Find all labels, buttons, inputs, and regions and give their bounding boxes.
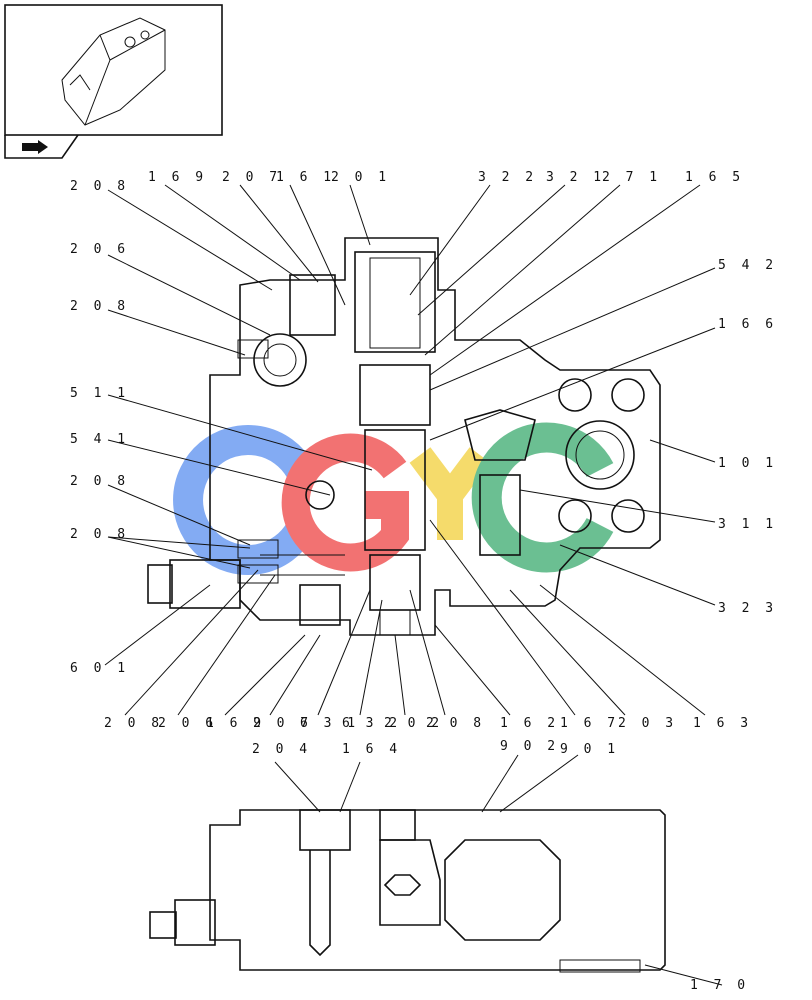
thumbnail-valve-icon bbox=[61, 17, 166, 126]
label-632: 6 3 2 bbox=[342, 716, 401, 731]
label-208: 2 0 8 bbox=[104, 716, 163, 731]
watermark-logo bbox=[173, 422, 614, 575]
label-203: 2 0 3 bbox=[618, 716, 677, 731]
label-161: 1 6 1 bbox=[276, 170, 335, 185]
label-169: 1 6 9 bbox=[148, 170, 207, 185]
callout-labels: 2 0 8 1 6 9 2 0 7 1 6 1 2 0 1 3 2 2 3 2 … bbox=[70, 170, 777, 993]
label-208: 2 0 8 bbox=[70, 527, 129, 542]
label-208: 2 0 8 bbox=[70, 299, 129, 314]
label-323: 3 2 3 bbox=[718, 601, 777, 616]
label-169: 1 6 9 bbox=[206, 716, 265, 731]
label-101: 1 0 1 bbox=[718, 456, 777, 471]
label-170: 1 7 0 bbox=[690, 978, 749, 993]
valve-side-view bbox=[149, 809, 666, 973]
label-207: 2 0 7 bbox=[222, 170, 281, 185]
label-542: 5 4 2 bbox=[718, 258, 777, 273]
label-631: 6 3 1 bbox=[300, 716, 359, 731]
label-206: 2 0 6 bbox=[158, 716, 217, 731]
label-311: 3 1 1 bbox=[718, 517, 777, 532]
label-163: 1 6 3 bbox=[693, 716, 752, 731]
label-206: 2 0 6 bbox=[70, 242, 129, 257]
label-207: 2 0 7 bbox=[253, 716, 312, 731]
label-208: 2 0 8 bbox=[426, 716, 485, 731]
label-201: 2 0 1 bbox=[331, 170, 390, 185]
label-541: 5 4 1 bbox=[70, 432, 129, 447]
label-208: 2 0 8 bbox=[70, 474, 129, 489]
label-164: 1 6 4 bbox=[342, 742, 401, 757]
label-202: 2 0 2 bbox=[384, 716, 443, 731]
label-162: 1 6 2 bbox=[500, 716, 559, 731]
thumbnail-panel[interactable] bbox=[4, 4, 223, 159]
label-167: 1 6 7 bbox=[560, 716, 619, 731]
nav-arrow-icon[interactable] bbox=[22, 140, 48, 154]
label-204: 2 0 4 bbox=[252, 742, 311, 757]
label-902: 9 0 2 bbox=[500, 739, 559, 754]
label-901: 9 0 1 bbox=[560, 742, 619, 757]
label-322: 3 2 2 bbox=[478, 170, 537, 185]
leader-lines bbox=[104, 184, 723, 986]
label-208: 2 0 8 bbox=[70, 179, 129, 194]
label-166: 1 6 6 bbox=[718, 317, 777, 332]
label-321: 3 2 1 bbox=[546, 170, 605, 185]
label-601: 6 0 1 bbox=[70, 661, 129, 676]
label-165: 1 6 5 bbox=[685, 170, 744, 185]
label-271: 2 7 1 bbox=[602, 170, 661, 185]
label-511: 5 1 1 bbox=[70, 386, 129, 401]
